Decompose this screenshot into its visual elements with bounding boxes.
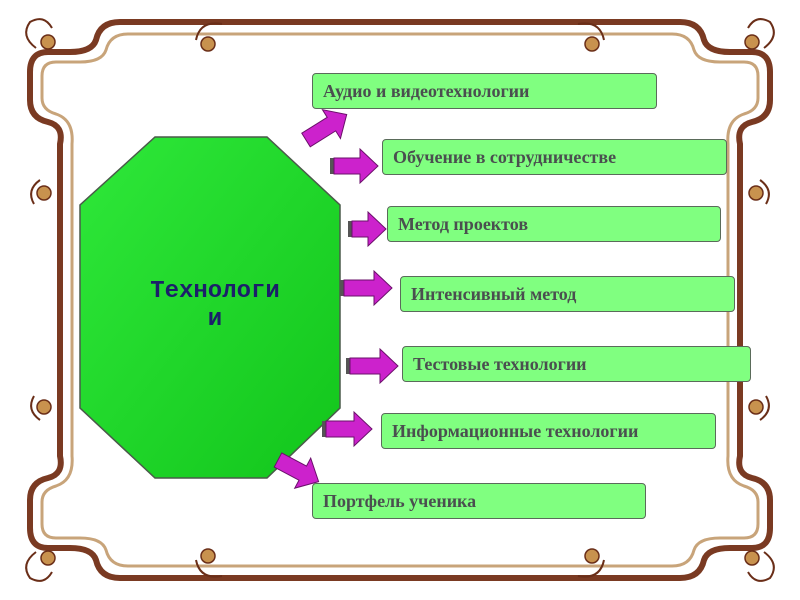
arrow-7 xyxy=(273,452,320,489)
technologies-octagon xyxy=(79,136,341,479)
item-label: Информационные технологии xyxy=(392,420,639,441)
top-ornament-right xyxy=(584,36,600,52)
corner-ornament-top-left xyxy=(40,34,56,50)
arrow-1 xyxy=(301,108,348,148)
item-box-audio-video: Аудио и видеотехнологии xyxy=(312,73,657,109)
item-label: Интенсивный метод xyxy=(411,283,577,304)
center-title-line2: и xyxy=(207,306,223,333)
item-box-cooperation: Обучение в сотрудничестве xyxy=(382,139,727,175)
side-ornament-right-top xyxy=(748,185,764,201)
bottom-ornament-left xyxy=(200,548,216,564)
item-label: Тестовые технологии xyxy=(413,353,587,374)
corner-ornament-top-right xyxy=(744,34,760,50)
center-title-line1: Технологи xyxy=(150,278,280,305)
frame-inner-line xyxy=(40,32,760,568)
arrow-6 xyxy=(322,410,373,448)
corner-ornament-bottom-left xyxy=(40,550,56,566)
arrow-5 xyxy=(346,347,399,385)
bottom-ornament-right xyxy=(584,548,600,564)
item-box-portfolio: Портфель ученика xyxy=(312,483,646,519)
item-label: Аудио и видеотехнологии xyxy=(323,80,530,101)
item-label: Портфель ученика xyxy=(323,490,477,511)
center-title: Технологи и xyxy=(100,278,330,334)
side-ornament-right-bottom xyxy=(748,399,764,415)
item-box-intensive: Интенсивный метод xyxy=(400,276,735,312)
side-ornament-left-top xyxy=(36,185,52,201)
frame-outer-line xyxy=(27,19,773,581)
top-ornament-left xyxy=(200,36,216,52)
item-box-projects: Метод проектов xyxy=(387,206,721,242)
arrow-4 xyxy=(340,269,393,307)
corner-ornament-bottom-right xyxy=(744,550,760,566)
item-label: Метод проектов xyxy=(398,213,529,234)
arrow-2 xyxy=(330,147,379,185)
item-box-testing: Тестовые технологии xyxy=(402,346,751,382)
side-ornament-left-bottom xyxy=(36,399,52,415)
item-box-information: Информационные технологии xyxy=(381,413,716,449)
item-label: Обучение в сотрудничестве xyxy=(393,146,617,167)
arrow-3 xyxy=(348,210,387,248)
